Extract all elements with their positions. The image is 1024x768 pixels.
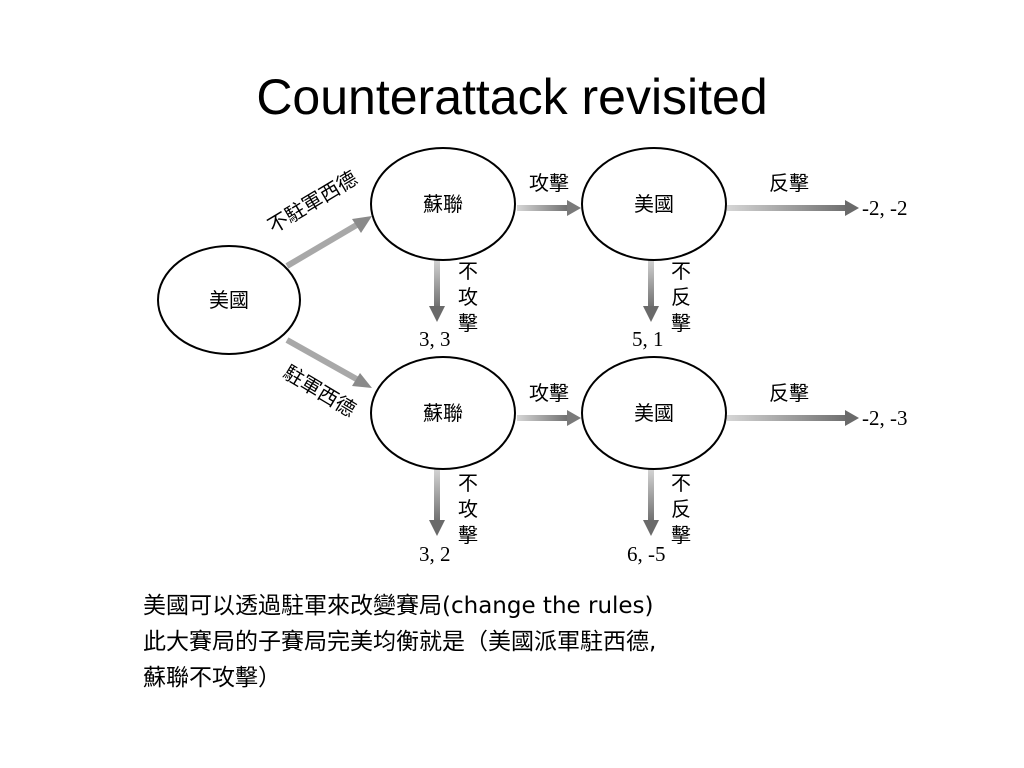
svg-text:反: 反 [671,497,691,521]
edge-label-counter-bottom: 反擊 [769,381,809,405]
payoff-top-no-attack: 3, 3 [419,327,451,351]
edge-troops-arrow [285,337,372,388]
edge-attack-bottom-arrow [517,410,581,426]
node-ussr-top: 蘇聯 [370,147,516,261]
caption-line-1: 美國可以透過駐軍來改變賽局(change the rules) [143,593,654,619]
svg-text:不: 不 [458,471,478,495]
edge-counter-top-arrow [727,200,859,216]
svg-text:擊: 擊 [458,311,478,335]
edge-label-no-troops: 不駐軍西德 [263,166,361,238]
node-ussr-bottom: 蘇聯 [370,356,516,470]
node-us-bottom-label: 美國 [634,401,674,425]
edge-counter-bottom-arrow [727,410,859,426]
svg-text:擊: 擊 [671,311,691,335]
svg-text:不: 不 [671,259,691,283]
caption-line-3: 蘇聯不攻擊） [143,665,281,691]
svg-text:擊: 擊 [458,523,478,547]
edge-label-troops: 駐軍西德 [279,360,360,422]
svg-text:反: 反 [671,285,691,309]
svg-text:不: 不 [671,471,691,495]
payoff-top-no-counter: 5, 1 [632,327,664,351]
caption-line-2: 此大賽局的子賽局完美均衡就是（美國派軍駐西德, [143,629,657,655]
node-root: 美國 [157,245,301,355]
payoff-top-counter: -2, -2 [862,196,908,220]
node-us-top: 美國 [581,147,727,261]
svg-text:攻: 攻 [458,497,478,521]
payoff-bottom-no-counter: 6, -5 [627,542,666,566]
edge-label-no-attack-top: 不 攻 擊 [458,259,478,335]
node-root-label: 美國 [209,288,249,312]
edge-label-no-attack-bottom: 不 攻 擊 [458,471,478,547]
svg-text:擊: 擊 [671,523,691,547]
edge-attack-top-arrow [517,200,581,216]
edge-label-attack-bottom: 攻擊 [529,381,569,405]
edge-no-attack-bottom-arrow [429,468,445,536]
svg-text:不: 不 [458,259,478,283]
node-us-top-label: 美國 [634,192,674,216]
edge-no-counter-top-arrow [643,258,659,322]
edge-no-troops-arrow [285,216,372,269]
slide-caption: 美國可以透過駐軍來改變賽局(change the rules) 此大賽局的子賽局… [143,588,1003,696]
slide-title: Counterattack revisited [256,69,768,125]
node-us-bottom: 美國 [581,356,727,470]
edge-label-no-counter-bottom: 不 反 擊 [671,471,691,547]
edge-label-no-counter-top: 不 反 擊 [671,259,691,335]
edge-label-attack-top: 攻擊 [529,171,569,195]
node-ussr-top-label: 蘇聯 [423,192,463,216]
svg-text:攻: 攻 [458,285,478,309]
edge-label-counter-top: 反擊 [769,171,809,195]
payoff-bottom-no-attack: 3, 2 [419,542,451,566]
payoff-bottom-counter: -2, -3 [862,406,908,430]
edge-no-counter-bottom-arrow [643,468,659,536]
edge-no-attack-top-arrow [429,258,445,322]
node-ussr-bottom-label: 蘇聯 [423,401,463,425]
